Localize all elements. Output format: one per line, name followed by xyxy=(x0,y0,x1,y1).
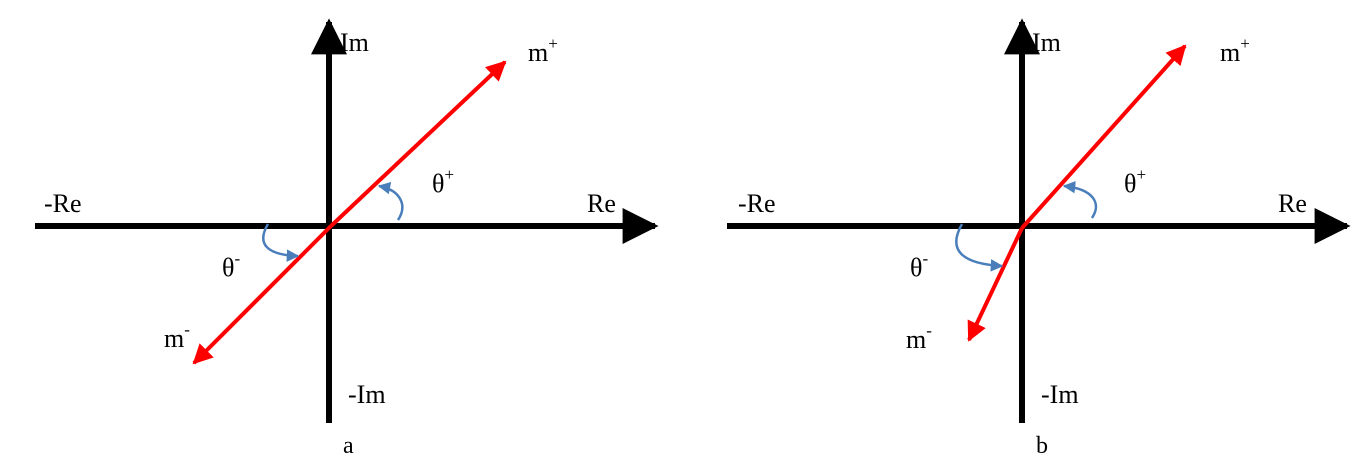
axis-label-neg-re: -Re xyxy=(738,189,776,218)
panel-caption: a xyxy=(343,433,354,457)
angle-label-theta-plus: θ+ xyxy=(1124,165,1146,198)
angle-arc-minus xyxy=(955,223,1004,272)
axis-label-neg-im: -Im xyxy=(348,380,386,409)
vector-label-m-plus: m+ xyxy=(528,34,558,67)
axis-label-neg-re: -Re xyxy=(44,189,82,218)
axis-label-re: Re xyxy=(1278,189,1307,218)
angle-arc-minus xyxy=(262,223,300,262)
vector-m-minus xyxy=(192,224,333,365)
vector-m-plus xyxy=(329,60,507,228)
panel-a: Im -Im Re -Re m+ m- θ+ θ- a xyxy=(35,18,659,457)
angle-label-theta-minus: θ- xyxy=(222,249,240,282)
vector-label-m-minus: m- xyxy=(164,320,190,353)
vector-m-plus xyxy=(1020,44,1187,230)
axis-label-im: Im xyxy=(340,28,369,57)
angle-label-theta-minus: θ- xyxy=(910,249,928,282)
vector-label-m-plus: m+ xyxy=(1220,34,1250,67)
vector-label-m-minus: m- xyxy=(906,321,932,354)
axis-label-im: Im xyxy=(1032,28,1061,57)
angle-arc-plus xyxy=(1062,180,1098,219)
axis-label-neg-im: -Im xyxy=(1041,380,1079,409)
axis-label-re: Re xyxy=(587,189,616,218)
vector-m-minus xyxy=(967,227,1024,342)
panel-caption: b xyxy=(1036,433,1048,457)
angle-label-theta-plus: θ+ xyxy=(432,165,454,198)
angle-arc-plus xyxy=(377,181,404,221)
panel-b: Im -Im Re -Re m+ m- θ+ θ- b xyxy=(727,18,1351,457)
